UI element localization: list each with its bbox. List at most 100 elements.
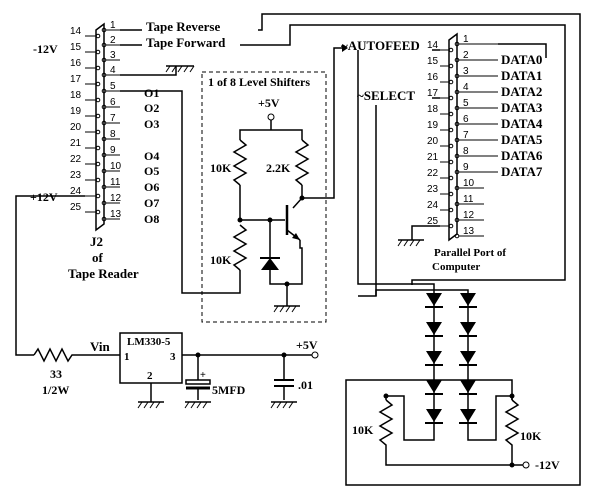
left-string-bottom-wire: [385, 395, 435, 441]
j2-right-pin-numbers: 1 2 3 4 5 6 7 8 9 10 11 12 13: [110, 20, 122, 220]
pin-number: 19: [70, 106, 82, 117]
pin-number: 13: [463, 226, 475, 237]
tape-reverse-wire: [120, 13, 581, 486]
pin-number: 5: [110, 81, 116, 92]
pin-number: 16: [427, 72, 439, 83]
pin-number: 9: [463, 162, 469, 173]
shifter-r3-resistor: [232, 224, 248, 271]
regulator-pin1: 1: [124, 351, 130, 363]
pin-number: 15: [70, 42, 82, 53]
ground-symbol-4: [137, 401, 164, 409]
pin-number: 4: [110, 65, 116, 76]
pin-number: 2: [110, 35, 116, 46]
o1-wire: [120, 90, 241, 294]
parallel-port-connector: 14 15 16 17 18 19 20 21 22 23 24 25: [427, 32, 498, 242]
o2-label: O2: [144, 101, 159, 115]
pin-number: 24: [427, 200, 439, 211]
pin-number: 3: [110, 50, 116, 61]
pin-number: 21: [427, 152, 439, 163]
plus-5v-label: +5V: [296, 338, 318, 352]
plus-12v-label: +12V: [30, 190, 58, 204]
pin-number: 15: [427, 56, 439, 67]
pin-number: 19: [427, 120, 439, 131]
data1-label: DATA1: [501, 68, 542, 83]
tape-forward-wire: [120, 24, 566, 285]
plus-5v-terminal: [311, 351, 319, 359]
shifter-5v-wire: [239, 120, 303, 140]
shifter-node-wires: [239, 185, 303, 221]
ground-symbol-2: [273, 305, 300, 313]
select-to-diodes-wire: [375, 289, 469, 296]
pin-number: 9: [110, 145, 116, 156]
pin-number: 20: [427, 136, 439, 147]
vin-label: Vin: [90, 339, 111, 354]
junction-dot: [237, 217, 243, 223]
shifter-r2-resistor: [294, 139, 310, 186]
o4-label: O4: [144, 149, 159, 163]
neg-r-right-resistor: [504, 399, 520, 465]
shifter-r1-label: 10K: [210, 161, 232, 175]
pin-number: 12: [110, 193, 122, 204]
pin-number: 7: [463, 130, 469, 141]
data5-label: DATA5: [501, 132, 543, 147]
shifter-diode-wires: [269, 220, 287, 285]
o5-label: O5: [144, 164, 159, 178]
pin-number: 7: [110, 113, 116, 124]
diode-string-right: [459, 292, 477, 424]
shifter-5v-label: +5V: [258, 96, 280, 110]
pin-number: 17: [427, 88, 439, 99]
pin-number: 23: [70, 170, 82, 181]
regulator-pin2: 2: [147, 370, 153, 382]
pin-number: 3: [463, 66, 469, 77]
regulator-part: LM330-5: [127, 336, 171, 348]
pp-data-labels: DATA0 DATA1 DATA2 DATA3 DATA4 DATA5 DATA…: [501, 52, 543, 179]
j2-left-pin-numbers: 14 15 16 17 18 19 20 21 22 23 24 25: [70, 26, 82, 213]
minus-12v-label: -12V: [33, 42, 58, 56]
pin-number: 4: [463, 82, 469, 93]
neg-r-right-label: 10K: [520, 429, 542, 443]
o8-label: O8: [144, 212, 159, 226]
ground-symbol-1: [165, 65, 195, 73]
pp-right-pin-numbers: 1 2 3 4 5 6 7 8 9 10 11 12 13: [463, 34, 475, 237]
neg-r-left-label: 10K: [352, 423, 374, 437]
pp-name-line1: Parallel Port of: [434, 247, 506, 259]
pp-left-pins: [440, 47, 454, 229]
level-shifter-box: [201, 71, 327, 323]
pin-number: 17: [70, 74, 82, 85]
pin-number: 6: [463, 114, 469, 125]
series-resistor: [33, 347, 120, 363]
o3-label: O3: [144, 117, 159, 131]
series-r-power: 1/2W: [42, 383, 69, 397]
data7-label: DATA7: [501, 164, 543, 179]
pin-number: 11: [463, 194, 474, 205]
pin-number: 14: [427, 40, 439, 51]
shifter-emitter-wire: [287, 240, 303, 285]
series-r-value: 33: [50, 367, 62, 381]
pin-number: 6: [110, 97, 116, 108]
collector-to-autofeed-wire: [302, 47, 342, 199]
tape-reader-connector: 14 15 16 17 18 19 20 21 22 23 24 25: [30, 20, 139, 281]
minus-12v-terminal: [522, 461, 530, 469]
pin-number: 24: [70, 186, 82, 197]
j2-label: J2: [90, 234, 103, 249]
autofeed-label: ~AUTOFEED: [341, 38, 420, 53]
pin-number: 18: [427, 104, 439, 115]
pin-number: 21: [70, 138, 82, 149]
data6-label: DATA6: [501, 148, 543, 163]
tape-reader-label: Tape Reader: [68, 266, 139, 281]
ground-symbol-3: [397, 239, 424, 247]
ground-symbol-6: [270, 401, 297, 409]
autofeed-arrow-left: [342, 44, 348, 52]
j2-right-pins: [101, 27, 120, 222]
j2-shell: [95, 22, 105, 232]
junction-dot: [509, 393, 515, 399]
o1-label: O1: [144, 86, 159, 100]
data2-label: DATA2: [501, 84, 542, 99]
shifter-r2-label: 2.2K: [266, 161, 291, 175]
tape-forward-label: Tape Forward: [146, 35, 226, 50]
ground-symbol-5: [184, 401, 211, 409]
diode-string-left: [425, 292, 443, 424]
tape-reverse-label: Tape Reverse: [146, 19, 220, 34]
pin-number: 8: [463, 146, 469, 157]
